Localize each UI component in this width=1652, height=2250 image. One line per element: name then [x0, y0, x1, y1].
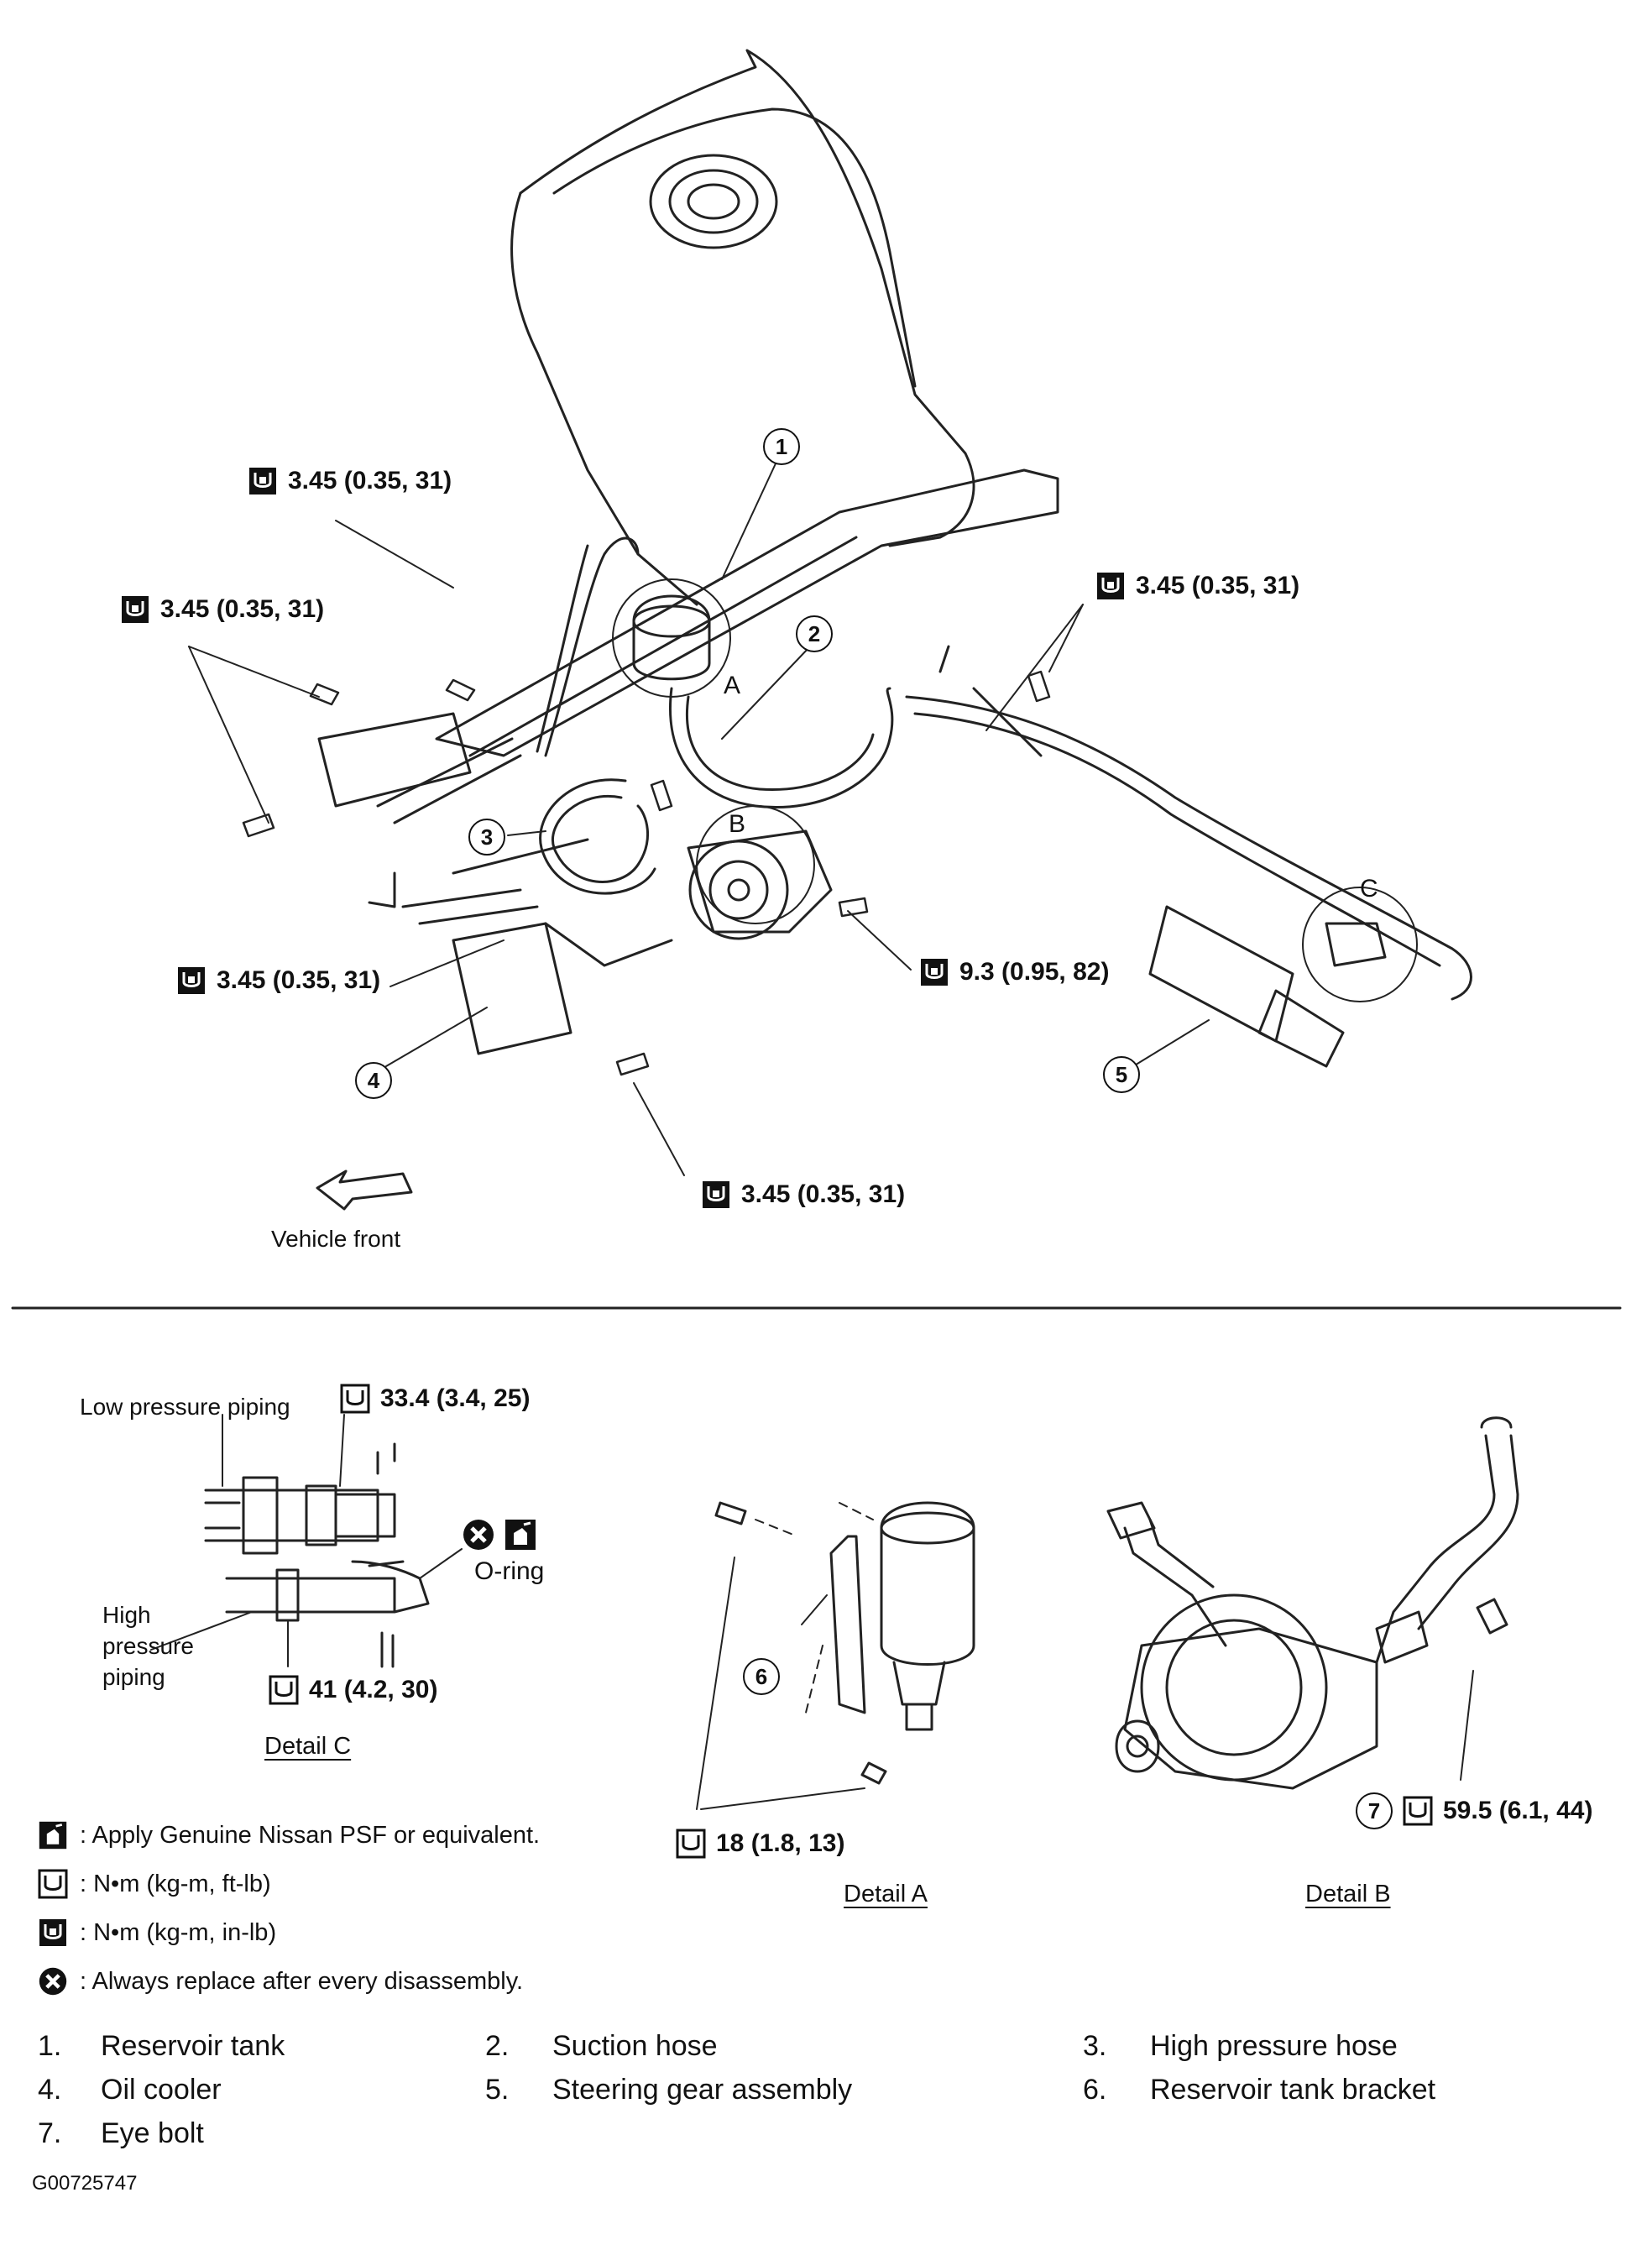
legend-psf: : Apply Genuine Nissan PSF or equivalent…: [38, 1820, 540, 1850]
callout-2: 2: [796, 615, 833, 652]
torque-in-lb-icon: [122, 596, 149, 623]
legend-text: : N•m (kg-m, in-lb): [80, 1918, 277, 1946]
torque-value: 3.45 (0.35, 31): [741, 1180, 906, 1208]
torque-in-lb-icon: [249, 468, 276, 494]
torque-spec-lower-bolt: 3.45 (0.35, 31): [701, 1180, 905, 1210]
detail-a-drawing: [696, 1501, 975, 1810]
legend-replace: : Always replace after every disassembly…: [38, 1966, 523, 1996]
high-pressure-piping-label-3: piping: [102, 1664, 165, 1690]
high-pressure-piping-label-2: pressure: [102, 1633, 194, 1659]
torque-ft-lb-icon: [38, 1869, 68, 1899]
detail-c-drawing: [150, 1414, 463, 1668]
detail-a-marker: A: [724, 672, 741, 699]
callout-4: 4: [355, 1062, 392, 1099]
torque-spec-low-pressure: 33.4 (3.4, 25): [340, 1384, 530, 1414]
torque-spec-pump-bolt: 9.3 (0.95, 82): [919, 957, 1109, 987]
torque-value: 59.5 (6.1, 44): [1443, 1797, 1593, 1824]
torque-in-lb-icon: [1097, 573, 1124, 599]
torque-value: 3.45 (0.35, 31): [1136, 572, 1300, 599]
callout-7: 7: [1356, 1792, 1393, 1829]
psf-oil-can-icon: [39, 1821, 67, 1850]
legend-torque-ft-lb: : N•m (kg-m, ft-lb): [38, 1869, 271, 1899]
torque-ft-lb-icon: [340, 1384, 370, 1414]
torque-ft-lb-icon: [1403, 1796, 1433, 1826]
torque-spec-high-pressure: 41 (4.2, 30): [269, 1675, 437, 1705]
callout-5: 5: [1103, 1056, 1140, 1093]
detail-b-drawing: [1106, 1416, 1519, 1790]
torque-value: 3.45 (0.35, 31): [160, 595, 325, 623]
torque-value: 3.45 (0.35, 31): [288, 467, 452, 494]
legend-text: : N•m (kg-m, ft-lb): [80, 1870, 271, 1897]
legend-torque-in-lb: : N•m (kg-m, in-lb): [38, 1918, 276, 1948]
callout-6: 6: [743, 1658, 780, 1695]
torque-in-lb-icon: [39, 1919, 66, 1946]
torque-ft-lb-icon: [676, 1829, 706, 1859]
torque-value: 9.3 (0.95, 82): [959, 958, 1110, 986]
legend-text: : Apply Genuine Nissan PSF or equivalent…: [80, 1821, 541, 1849]
torque-in-lb-icon: [921, 959, 948, 986]
psf-oil-can-icon: [505, 1520, 536, 1550]
detail-c-title: Detail C: [264, 1733, 352, 1760]
detail-b-title: Detail B: [1305, 1881, 1391, 1907]
vehicle-front-label: Vehicle front: [271, 1226, 401, 1252]
detail-b-marker: B: [729, 810, 746, 838]
torque-in-lb-icon: [703, 1181, 729, 1208]
torque-spec-reservoir-bolt: 3.45 (0.35, 31): [248, 466, 452, 496]
torque-in-lb-icon: [178, 967, 205, 994]
callout-1: 1: [763, 428, 800, 465]
torque-spec-left-bolts: 3.45 (0.35, 31): [120, 594, 324, 625]
torque-value: 3.45 (0.35, 31): [217, 966, 381, 994]
torque-value: 33.4 (3.4, 25): [380, 1384, 531, 1412]
torque-spec-right-bolts: 3.45 (0.35, 31): [1095, 571, 1299, 601]
low-pressure-piping-label: Low pressure piping: [80, 1394, 290, 1420]
torque-spec-cooler-bolt: 3.45 (0.35, 31): [176, 965, 380, 996]
replace-always-icon: [463, 1520, 494, 1550]
high-pressure-piping-label-1: High: [102, 1602, 151, 1628]
detail-a-title: Detail A: [844, 1881, 928, 1907]
torque-spec-bracket-bolts: 18 (1.8, 13): [676, 1829, 844, 1859]
oring-symbols: [462, 1518, 537, 1551]
callout-3: 3: [468, 819, 505, 856]
torque-spec-eye-bolt: 7 59.5 (6.1, 44): [1356, 1792, 1592, 1829]
replace-always-icon: [39, 1967, 67, 1996]
oring-label: O-ring: [474, 1557, 545, 1585]
legend-text: : Always replace after every disassembly…: [80, 1967, 524, 1995]
torque-value: 18 (1.8, 13): [716, 1829, 845, 1857]
torque-ft-lb-icon: [269, 1675, 299, 1705]
detail-c-marker: C: [1360, 875, 1378, 903]
torque-value: 41 (4.2, 30): [309, 1676, 438, 1703]
figure-code: G00725747: [32, 2172, 138, 2195]
